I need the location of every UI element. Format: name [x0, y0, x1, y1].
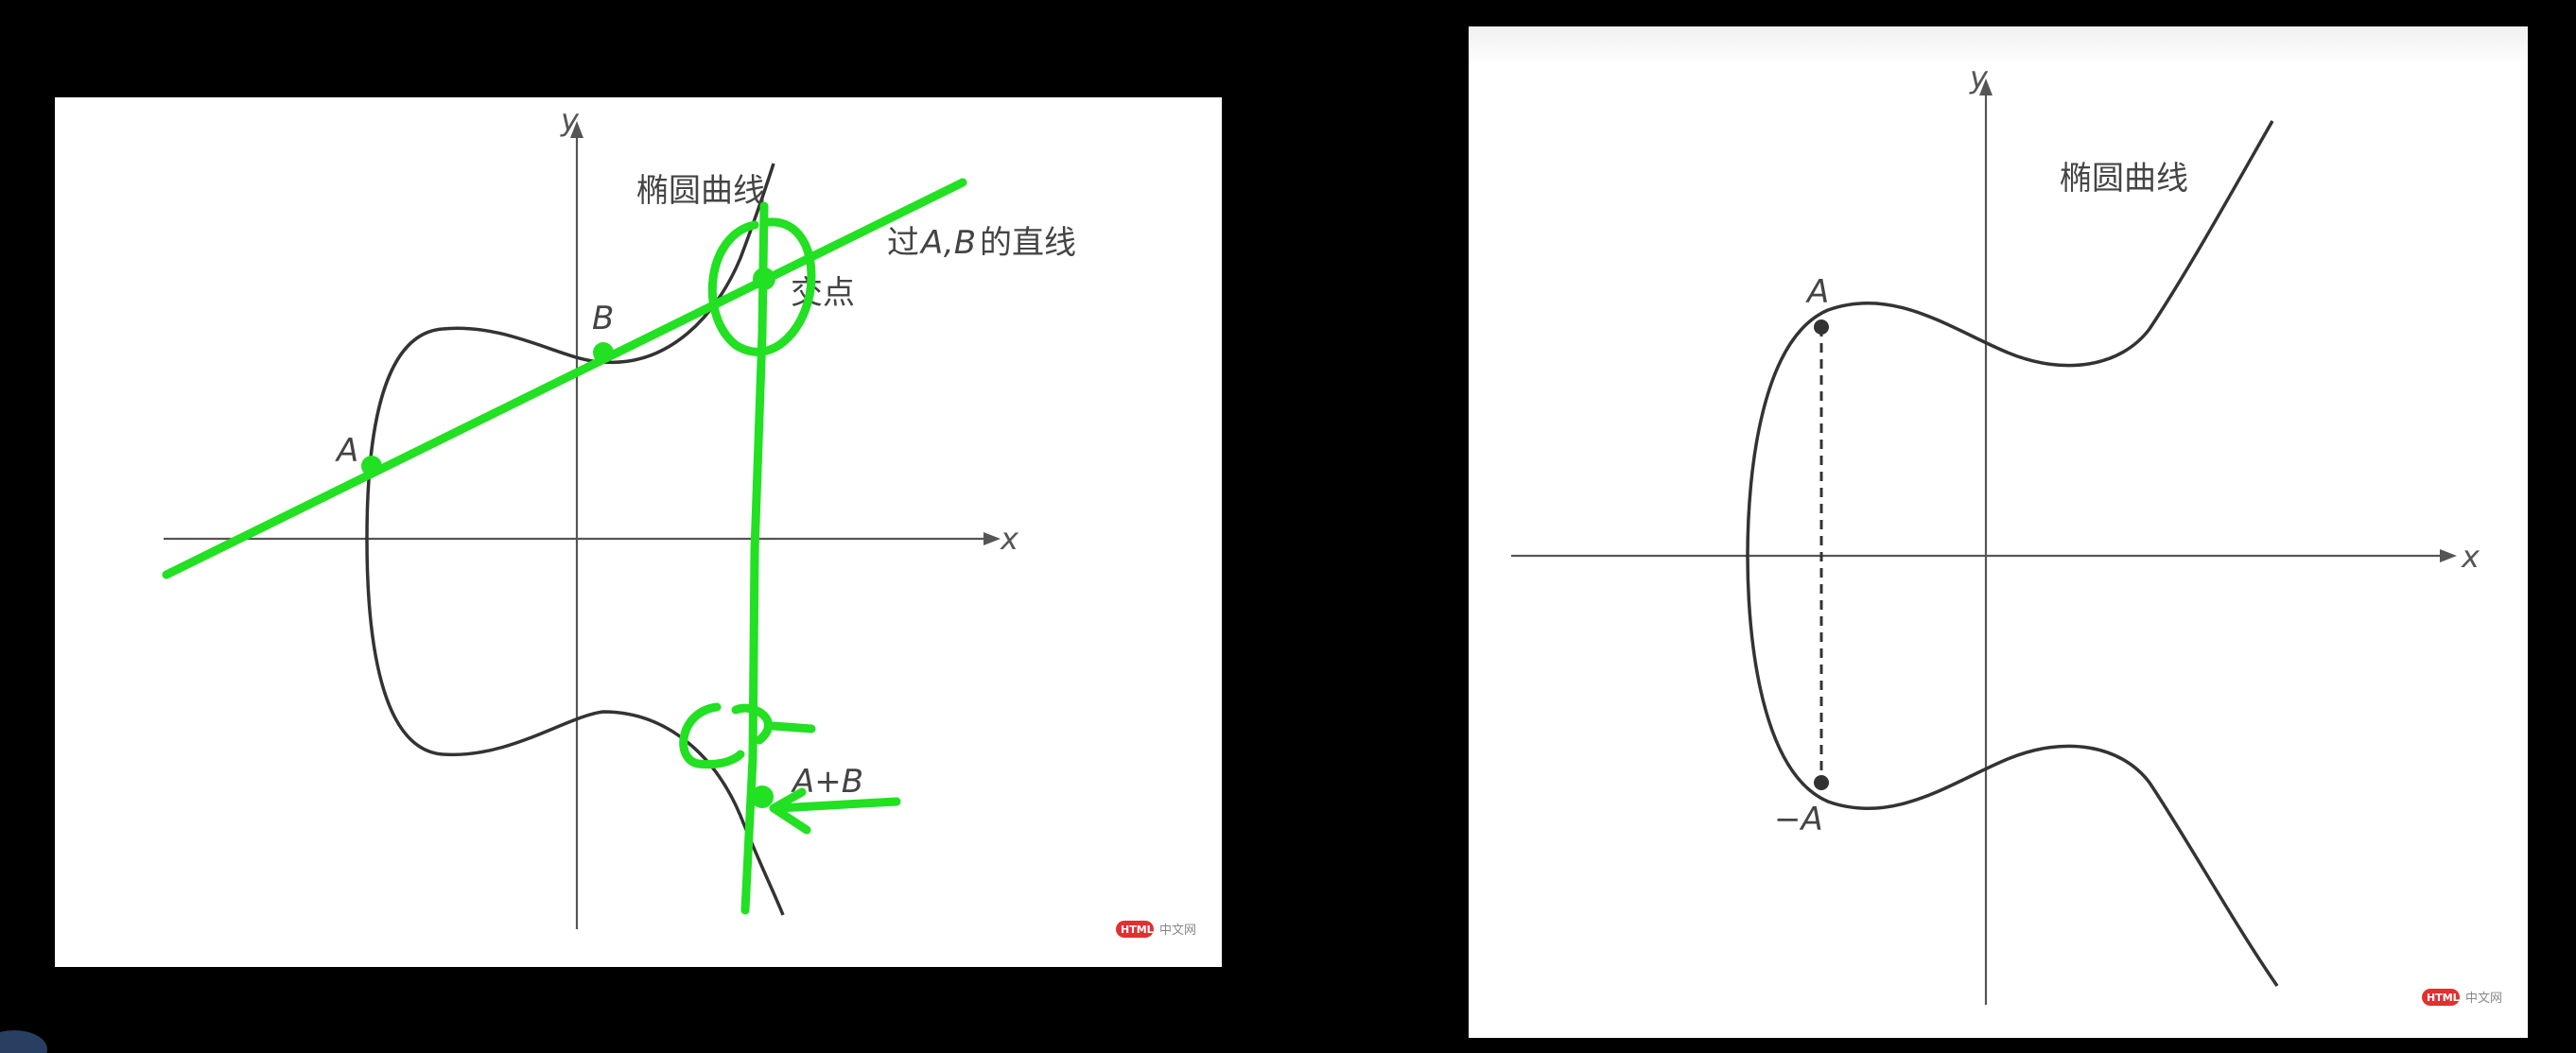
elliptic-curve-lower: [1746, 555, 2279, 987]
right-diagram-svg: x y 椭圆曲线 A −A HTML 中文网: [1511, 60, 2502, 1006]
point-b-label: B: [592, 300, 614, 337]
point-neg-a-label: −A: [1774, 801, 1823, 838]
svg-text:HTML: HTML: [2427, 992, 2460, 1004]
annotation-scribble: [679, 702, 816, 769]
x-axis-label: x: [1000, 521, 1019, 557]
watermark-logo: HTML 中文网: [2422, 989, 2502, 1006]
intersection-label: 交点: [791, 274, 855, 312]
point-a-label: A: [335, 432, 358, 470]
right-diagram-panel: x y 椭圆曲线 A −A HTML 中文网: [1469, 26, 2528, 1038]
point-a-label: A: [1805, 273, 1829, 311]
svg-text:中文网: 中文网: [1159, 924, 1196, 938]
x-axis-arrow: [983, 532, 1001, 545]
elliptic-curve-upper: [1746, 120, 2274, 557]
annotation-point-a: [361, 456, 382, 476]
left-diagram-svg: x y 椭圆曲线 过 A,B 的直线 交点 A B A+B: [162, 102, 1196, 938]
annotation-intersection-point: [753, 268, 775, 290]
y-axis-arrow: [1979, 78, 1993, 95]
elliptic-curve-upper: [365, 163, 775, 540]
x-axis-label: x: [2461, 539, 2480, 575]
line-label-prefix: 过: [887, 224, 919, 262]
curve-label: 椭圆曲线: [2060, 160, 2188, 198]
left-diagram-panel: x y 椭圆曲线 过 A,B 的直线 交点 A B A+B: [55, 97, 1222, 967]
y-axis-label: y: [1969, 60, 1989, 95]
corner-avatar-fragment: [0, 1030, 47, 1053]
annotation-circle: [707, 217, 816, 356]
svg-text:中文网: 中文网: [2465, 992, 2502, 1006]
watermark-logo: HTML 中文网: [1116, 921, 1196, 938]
elliptic-curve-lower: [365, 538, 785, 916]
svg-text:HTML: HTML: [1121, 924, 1154, 936]
line-label-points: A,B: [919, 224, 976, 262]
annotation-vertical-line: [740, 201, 769, 915]
point-neg-a: [1814, 775, 1829, 790]
x-axis-arrow: [2440, 549, 2457, 562]
annotation-sum-point: [751, 785, 774, 808]
annotation-arrow: [769, 787, 901, 835]
annotation-line-ab: [162, 178, 967, 579]
curve-label: 椭圆曲线: [636, 172, 765, 210]
line-label-suffix: 的直线: [980, 224, 1076, 262]
point-a: [1814, 319, 1829, 335]
y-axis-arrow: [570, 121, 583, 138]
y-axis-label: y: [560, 102, 580, 138]
annotation-point-b: [593, 342, 614, 363]
